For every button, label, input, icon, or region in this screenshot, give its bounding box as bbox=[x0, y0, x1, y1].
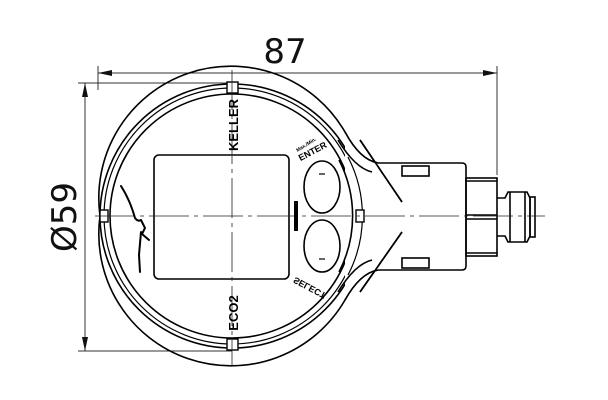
bird-logo-icon bbox=[120, 185, 150, 273]
center-lines bbox=[95, 70, 545, 365]
diameter-dimension bbox=[78, 82, 232, 352]
diameter-dimension-label: Ø59 bbox=[45, 182, 85, 252]
hex-fitting bbox=[465, 177, 498, 257]
model-label: ECO2 bbox=[226, 295, 241, 330]
enter-button[interactable] bbox=[303, 160, 341, 214]
select-button[interactable] bbox=[303, 219, 341, 273]
width-dimension-label: 87 bbox=[263, 32, 306, 72]
brand-label: KELLER bbox=[226, 98, 241, 151]
arrow-right-icon bbox=[483, 70, 497, 76]
zero-mark-label bbox=[294, 201, 298, 231]
lcd-display bbox=[153, 154, 290, 280]
arrow-up-icon bbox=[82, 83, 88, 97]
width-dimension bbox=[97, 66, 498, 175]
arrow-left-icon bbox=[98, 70, 112, 76]
pressure-port bbox=[497, 191, 536, 243]
arrow-down-icon bbox=[82, 337, 88, 351]
